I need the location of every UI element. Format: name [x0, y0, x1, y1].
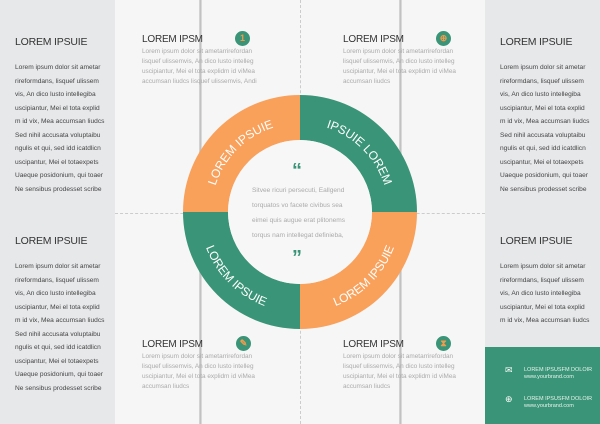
ring-segment-tr — [300, 95, 417, 212]
certificate-icon: ✉ — [505, 365, 513, 375]
side-text-line: Lorem ipsum dolor sit ametar — [15, 64, 101, 71]
side-text-line: ngulis et qui, sed idd icatdlicn — [15, 344, 101, 351]
side-text-line: Ne sensibus prodesset scribe — [15, 384, 102, 392]
side-text-line: rireformdans, lisquef ulissem — [15, 276, 99, 284]
ring-center — [228, 140, 372, 284]
card-text-line: uscipiantur, Mei el tota explidm id viMe… — [142, 68, 255, 75]
open-quote: “ — [292, 160, 302, 182]
contact-box: ✉ LOREM IPSUSFM DOLOIR www.yourbrand.com… — [485, 347, 600, 424]
side-title: LOREM IPSUIE — [15, 235, 88, 247]
card-title: LOREM IPSM — [142, 339, 203, 350]
card-text-line: accumsan liudcs — [142, 383, 190, 390]
card-text-line: uscipiantur, Mei el tota explidm id viMe… — [142, 373, 255, 380]
card-text-line: Lorem ipsum dolor sit ametarrirefordan — [343, 353, 454, 360]
side-text-line: Sed nihil accusata voluptaibu — [15, 131, 101, 139]
close-quote: ” — [292, 247, 302, 269]
side-text-line: uscipiantur, Mei el tota explid — [500, 104, 585, 112]
card-title: LOREM IPSM — [343, 339, 404, 350]
contact-title: LOREM IPSUSFM DOLOIR — [524, 396, 593, 402]
number-one-icon: 1 — [235, 31, 250, 46]
quote-line: torqus nam intellegat definieba, — [252, 232, 344, 239]
card-text-line: Lorem ipsum dolor sit ametarrirefordan — [142, 353, 253, 360]
side-text-line: uscipiantur, Mei el tota explid — [15, 104, 100, 112]
side-text-line: vis, An dico lusto intellegiba — [500, 91, 581, 98]
side-text-line: rireformdans, lisquef ulissem — [15, 77, 99, 85]
side-text-line: m id vix, Mea accumsan liudcs — [500, 118, 590, 125]
side-text-line: vis, An dico lusto intellegiba — [15, 290, 96, 297]
side-text-line: Ne sensibus prodesset scribe — [15, 185, 102, 193]
side-text-line: Lorem ipsum dolor sit ametar — [500, 263, 586, 270]
globe-icon: ⊕ — [436, 31, 451, 46]
side-text-line: Sed nihil accusata voluptaibu — [500, 131, 586, 139]
pencil-icon: ✎ — [236, 336, 251, 351]
side-title: LOREM IPSUIE — [500, 36, 573, 48]
contact-title: LOREM IPSUSFM DOLOIR — [524, 367, 593, 373]
card-text-line: Lorem ipsum dolor sit ametarrirefordan — [343, 48, 454, 55]
card-text-line: Lorem ipsum dolor sit ametarrirefordan — [142, 48, 253, 55]
card-text-line: accumsan liudcs lisquef ulissemvis, Andi — [142, 78, 257, 85]
card-text-line: lisquef ulissemvis, An dico lusto intell… — [142, 58, 254, 65]
side-title: LOREM IPSUIE — [500, 235, 573, 247]
side-text-line: Sed nihil accusata voluptaibu — [15, 330, 101, 338]
globe-icon: ⊕ — [505, 394, 513, 404]
side-text-line: Uaeque posidonium, qui toaer — [15, 371, 103, 378]
side-text-line: rireformdans, lisquef ulissem — [500, 77, 584, 85]
card-text-line: lisquef ulissemvis, An dico lusto intell… — [343, 363, 455, 370]
side-text-line: Ne sensibus prodesset scribe — [500, 185, 587, 193]
contact-url[interactable]: www.yourbrand.com — [524, 374, 574, 380]
side-text-line: m id vix, Mea accumsan liudcs — [15, 317, 105, 324]
quote-line: torquatos vo facete civibus sea — [252, 202, 343, 209]
side-text-line: vis, An dico lusto intellegiba — [500, 290, 581, 297]
side-text-line: rireformdans, lisquef ulissem — [500, 276, 584, 284]
hourglass-icon: ⧗ — [436, 336, 451, 351]
side-text-line: Lorem ipsum dolor sit ametar — [15, 263, 101, 270]
side-text-line: m id vix, Mea accumsan liudcs — [500, 317, 590, 324]
side-text-line: m id vix, Mea accumsan liudcs — [15, 118, 105, 125]
quote-line: Sitvee ricuri persecuti, Eallgend — [252, 187, 345, 194]
card-text-line: lisquef ulissemvis, An dico lusto intell… — [343, 58, 455, 65]
left-panel — [0, 0, 115, 424]
contact-url[interactable]: www.yourbrand.com — [524, 403, 574, 409]
card-title: LOREM IPSM — [343, 34, 404, 45]
ring-segment-bl — [183, 212, 300, 329]
card-text-line: accumsan liudcs — [343, 78, 391, 85]
card-text-line: accumsan liudcs — [343, 383, 391, 390]
card-text-line: uscipiantur, Mei el tota explidm id viMe… — [343, 373, 456, 380]
side-text-line: Uaeque posidonium, qui toaer — [500, 172, 588, 179]
side-text-line: uscipantur, Mei el totaexpets — [15, 357, 99, 365]
side-text-line: vis, An dico lusto intellegiba — [15, 91, 96, 98]
side-text-line: uscipiantur, Mei el tota explid — [500, 303, 585, 311]
side-title: LOREM IPSUIE — [15, 36, 88, 48]
ring-segment-br — [300, 212, 417, 329]
side-text-line: ngulis et qui, sed idd icatdlicn — [500, 145, 586, 152]
card-text-line: lisquef ulissemvis, An dico lusto intell… — [142, 363, 254, 370]
quote-line: eimei quis augue erat plitonems — [252, 217, 346, 224]
ring-segment-tl — [183, 95, 300, 212]
side-text-line: uscipiantur, Mei el tota explid — [15, 303, 100, 311]
card-title: LOREM IPSM — [142, 34, 203, 45]
side-text-line: Uaeque posidonium, qui toaer — [15, 172, 103, 179]
side-text-line: ngulis et qui, sed idd icatdlicn — [15, 145, 101, 152]
side-text-line: Lorem ipsum dolor sit ametar — [500, 64, 586, 71]
side-text-line: uscipantur, Mei el totaexpets — [15, 158, 99, 166]
card-text-line: uscipiantur, Mei el tota explidm id viMe… — [343, 68, 456, 75]
side-text-line: uscipantur, Mei el totaexpets — [500, 158, 584, 166]
